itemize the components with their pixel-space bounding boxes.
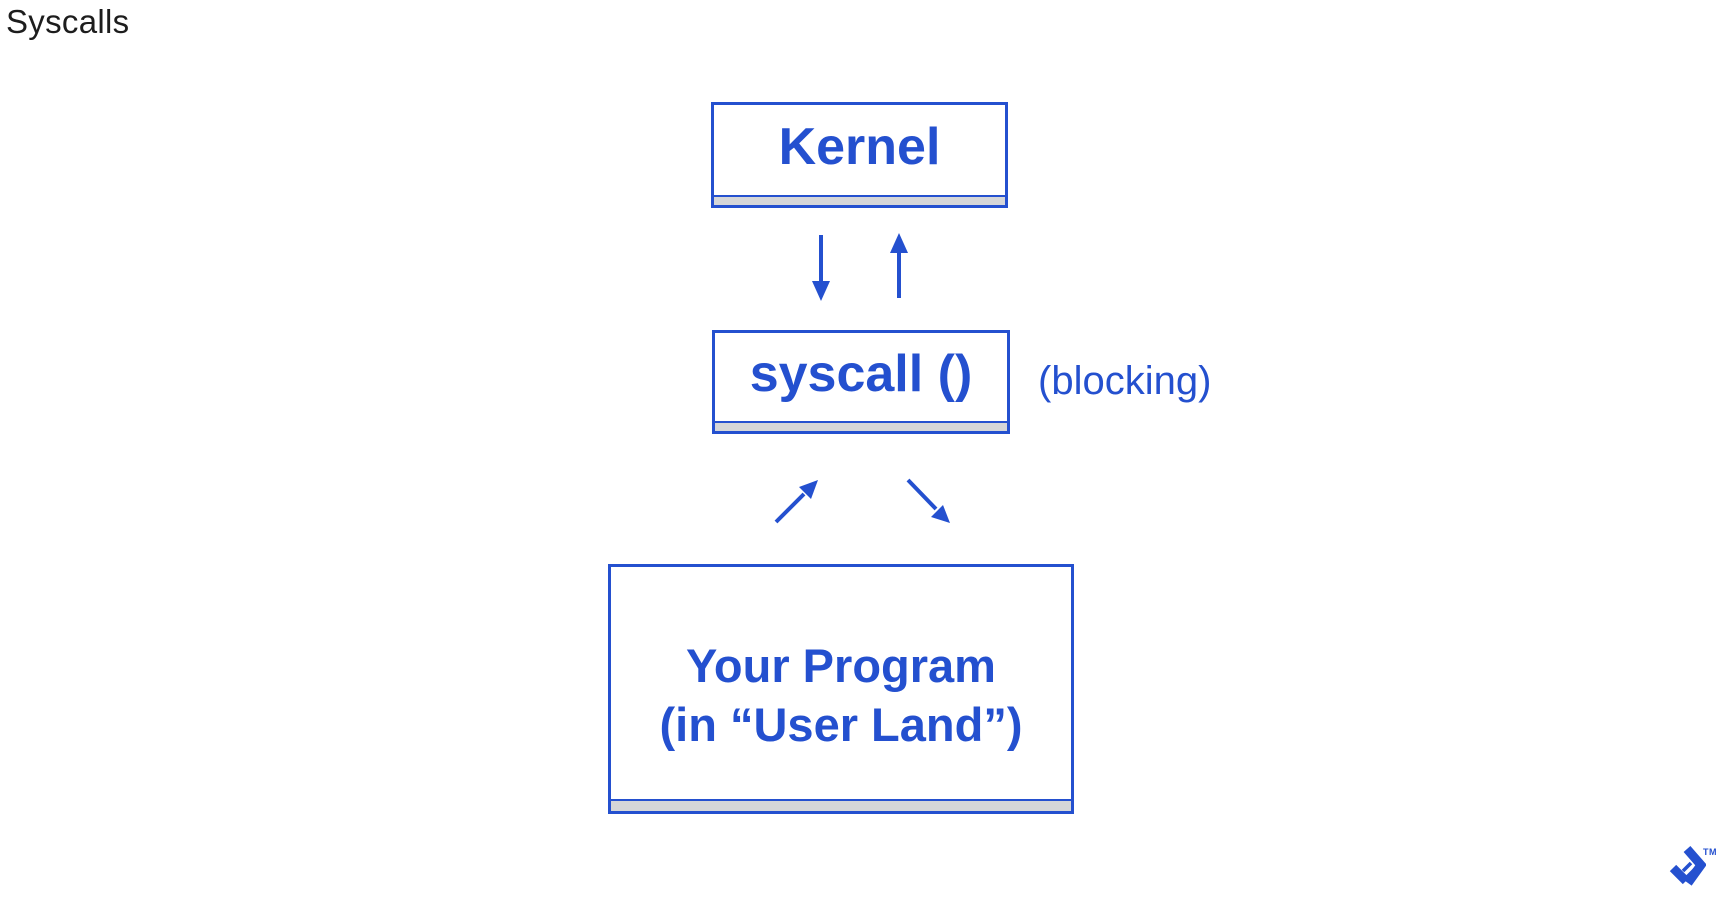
program-label: Your Program (in “User Land”) [660, 636, 1023, 754]
page-title: Syscalls [6, 3, 130, 40]
arrow-syscall-to-program [906, 478, 950, 523]
program-label-line2: (in “User Land”) [659, 698, 1023, 751]
toptal-logo-slash-2 [1685, 867, 1697, 879]
arrow-syscall-to-program-head [931, 505, 950, 523]
arrow-program-to-syscall-head [799, 480, 818, 499]
arrow-syscall-to-kernel-head [890, 233, 908, 253]
toptal-logo-chevron [1683, 846, 1706, 886]
toptal-logo-icon [1669, 846, 1706, 886]
kernel-label: Kernel [778, 118, 941, 176]
program-box: Your Program (in “User Land”) [608, 564, 1074, 814]
kernel-box-footer-strip [714, 195, 1005, 205]
arrow-kernel-to-syscall [812, 235, 830, 301]
arrow-kernel-to-syscall-head [812, 281, 830, 301]
arrow-program-to-syscall [774, 480, 818, 524]
blocking-annotation: (blocking) [1038, 359, 1212, 403]
toptal-logo-tail [1669, 864, 1690, 885]
syscall-box-footer-strip [715, 421, 1007, 431]
syscall-box: syscall () [712, 330, 1010, 434]
toptal-logo-slash-1 [1681, 861, 1693, 873]
program-label-line1: Your Program [686, 639, 996, 692]
arrow-syscall-to-program-line [906, 478, 938, 511]
program-box-footer-strip [611, 799, 1071, 811]
kernel-box: Kernel [711, 102, 1008, 208]
trademark-label: TM [1703, 847, 1717, 857]
syscall-label: syscall () [749, 345, 973, 403]
arrow-program-to-syscall-line [774, 492, 806, 524]
arrow-syscall-to-kernel [890, 233, 908, 298]
